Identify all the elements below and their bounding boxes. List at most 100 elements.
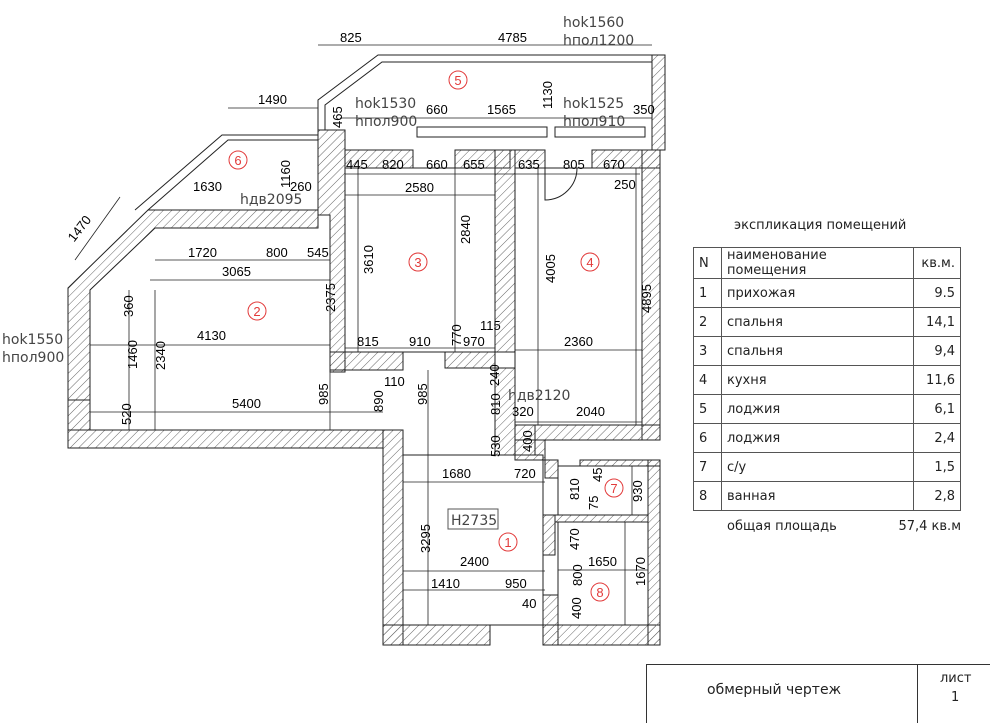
header-name: наименование помещения <box>721 247 914 279</box>
room-number-1: 1 <box>504 535 511 550</box>
dim-2840: 2840 <box>458 215 473 244</box>
dim-115: 115 <box>480 318 501 333</box>
wall-room3-bottom <box>329 351 404 371</box>
dim-1460: 1460 <box>125 340 140 369</box>
cell-name: спальня <box>721 307 914 337</box>
wall-bath-left <box>542 514 556 556</box>
cell-area: 9,4 <box>913 336 961 366</box>
cell-name: прихожая <box>721 278 914 308</box>
dim-720: 720 <box>514 466 536 481</box>
walls <box>67 54 666 646</box>
sheet-label: лист <box>940 671 972 686</box>
label-hok1560: hok1560 <box>563 15 624 31</box>
wall-hall-left <box>382 429 404 646</box>
cell-name: лоджия <box>721 394 914 424</box>
room-number-7: 7 <box>610 481 617 496</box>
dim-820: 820 <box>382 157 404 172</box>
label-hpol1200: hпол1200 <box>563 33 634 49</box>
cell-area: 2,4 <box>913 423 961 453</box>
dim-2400: 2400 <box>460 554 489 569</box>
dim-470: 470 <box>567 528 582 550</box>
dim-810-left: 810 <box>488 393 503 415</box>
wall-wc-top-right <box>579 459 661 467</box>
total-area-label: общая площадь <box>727 519 837 534</box>
cell-n: 8 <box>693 481 722 511</box>
dim-4895: 4895 <box>639 284 654 313</box>
drawing-title: обмерный чертеж <box>707 682 842 698</box>
dim-360: 360 <box>121 295 136 317</box>
dim-2580: 2580 <box>405 180 434 195</box>
dim-1680: 1680 <box>442 466 471 481</box>
title-block: обмерный чертеж лист 1 <box>646 664 990 723</box>
room-number-3: 3 <box>414 255 421 270</box>
dim-320: 320 <box>512 404 534 419</box>
cell-area: 14,1 <box>913 307 961 337</box>
dim-520: 520 <box>119 403 134 425</box>
cell-area: 2,8 <box>913 481 961 511</box>
dim-805: 805 <box>563 157 585 172</box>
dim-45: 45 <box>590 468 605 482</box>
dim-1670: 1670 <box>633 557 648 586</box>
cell-area: 1,5 <box>913 452 961 482</box>
cell-n: 5 <box>693 394 722 424</box>
dim-1630: 1630 <box>193 179 222 194</box>
dim-260: 260 <box>290 179 312 194</box>
dim-815: 815 <box>357 334 379 349</box>
dim-2360: 2360 <box>564 334 593 349</box>
cell-name: ванная <box>721 481 914 511</box>
dim-985-right: 985 <box>415 383 430 405</box>
dim-660-mid: 660 <box>426 157 448 172</box>
dim-350: 350 <box>633 102 655 117</box>
room-number-2: 2 <box>253 304 260 319</box>
label-hpol900-left: hпол900 <box>2 350 64 366</box>
ceiling-height-label: H2735 <box>451 513 497 529</box>
label-hok1525: hok1525 <box>563 96 624 112</box>
dim-810-wc: 810 <box>567 478 582 500</box>
dim-1565: 1565 <box>487 102 516 117</box>
dim-3610: 3610 <box>361 245 376 274</box>
header-n: N <box>693 247 722 279</box>
dim-250: 250 <box>614 177 636 192</box>
wall-wc-left <box>544 459 559 479</box>
dim-800-bath: 800 <box>570 564 585 586</box>
dim-1490: 1490 <box>258 92 287 107</box>
dim-545: 545 <box>307 245 329 260</box>
room-number-8: 8 <box>596 585 603 600</box>
dim-985-left: 985 <box>316 383 331 405</box>
cell-name: с/у <box>721 452 914 482</box>
label-hpol900-top: hпол900 <box>355 114 417 130</box>
dim-825: 825 <box>340 30 362 45</box>
dim-3065: 3065 <box>222 264 251 279</box>
dim-660-top: 660 <box>426 102 448 117</box>
dim-75: 75 <box>586 496 601 510</box>
label-hok1550: hok1550 <box>2 332 63 348</box>
dim-3295: 3295 <box>418 524 433 553</box>
dim-5400: 5400 <box>232 396 261 411</box>
cell-n: 2 <box>693 307 722 337</box>
dim-890: 890 <box>371 390 386 412</box>
wall-bath-right <box>647 459 661 646</box>
loggia-outlines <box>134 54 652 211</box>
dim-655: 655 <box>463 157 485 172</box>
dimension-lines <box>74 44 652 625</box>
dim-800-left: 800 <box>266 245 288 260</box>
legend-title: экспликация помещений <box>734 218 907 233</box>
dim-4785: 4785 <box>498 30 527 45</box>
cell-area: 11,6 <box>913 365 961 395</box>
cell-n: 4 <box>693 365 722 395</box>
dim-445: 445 <box>346 157 368 172</box>
cell-name: лоджия <box>721 423 914 453</box>
title-block-divider <box>917 665 918 723</box>
label-hdv2095: hдв2095 <box>240 192 302 208</box>
wall-hall-bottom <box>382 624 491 646</box>
opening-labels: hok1560 hпол1200 hok1530 hпол900 hok1525… <box>2 15 634 404</box>
dim-950: 950 <box>505 576 527 591</box>
label-hpol910: hпол910 <box>563 114 625 130</box>
